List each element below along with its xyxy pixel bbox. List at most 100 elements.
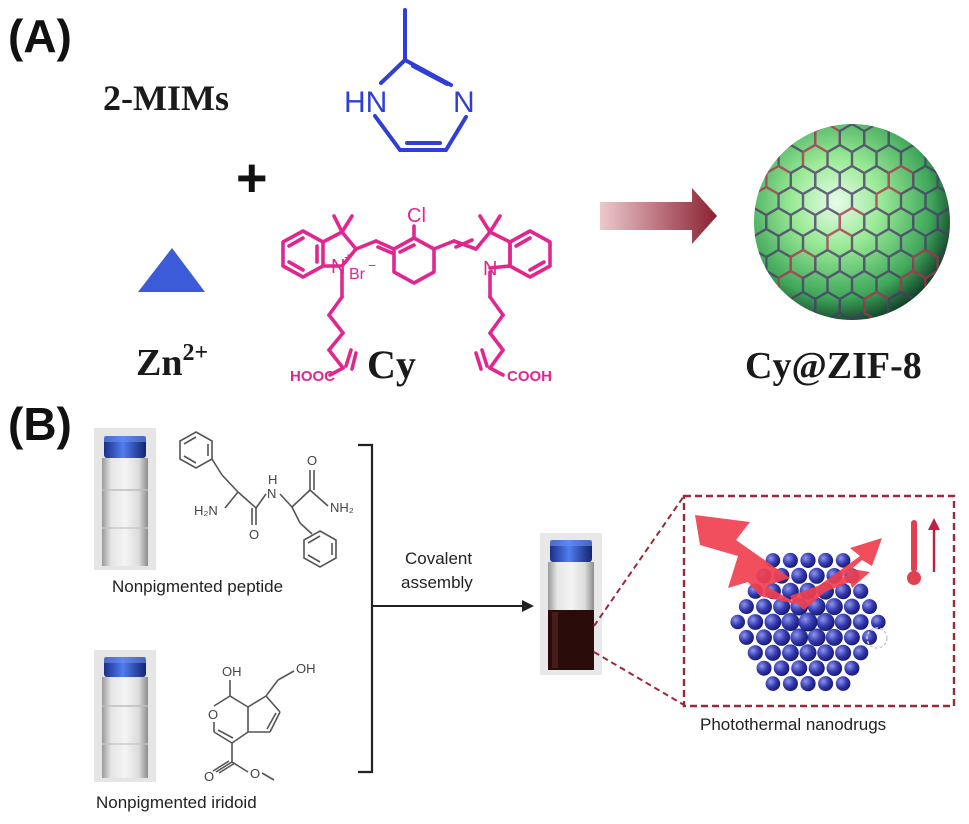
nanodrug-bead [773,598,791,616]
peptide-h2n-atom: H₂N [194,503,218,518]
nanodrug-bead [747,645,763,661]
dye-cl-atom: Cl [407,205,426,227]
iridoid-oh2-atom: OH [296,661,316,676]
combination-bracket [358,443,374,774]
nanodrug-bead [862,629,877,645]
nanodrug-bead [747,614,764,630]
dye-br-atom: Br [349,266,366,283]
nanodrug-bead [764,613,782,631]
temperature-rise-icon [907,518,940,585]
nanodrug-bead [738,599,754,615]
nanodrug-bead [871,614,886,630]
nanodrug-bead [781,613,800,631]
panel-b-label: (B) [8,398,72,450]
nanodrug-bead [835,553,851,568]
process-label-line2: assembly [401,573,473,592]
peptide-o2-atom: O [307,453,317,468]
zif8-sphere-image [754,124,950,320]
plus-sign: + [236,148,268,208]
zoom-line-top [593,495,685,627]
nanodrug-bead [782,552,798,568]
dye-n-left-atom: N [331,256,345,278]
nanodrug-bead [807,628,826,647]
nanodrug-bead [826,660,843,676]
nanodrug-bead [773,628,791,646]
nanodrug-bead [798,612,818,632]
nanodrug-bead [782,676,798,692]
iridoid-o-carbonyl-atom: O [204,769,214,784]
nanodrug-bead [835,676,851,691]
nanodrug-bead [773,660,790,676]
peptide-h-atom: H [268,472,277,487]
zoom-line-bottom [593,651,685,706]
metal-label: Zn2+ [136,340,208,384]
peptide-structure [179,431,337,568]
nanodrug-bead [862,599,877,615]
nanodrug-bead [816,613,835,631]
ligand-label: 2-MIMs [103,78,229,118]
product-label: Cy@ZIF-8 [745,345,922,387]
imidazole-n-atom: N [453,86,475,119]
reaction-arrow-icon [600,188,717,244]
nanodrug-bead [808,567,825,584]
nanodrug-bead [825,628,843,646]
process-arrow-head-icon [522,600,534,612]
dye-plus-charge: + [344,249,352,265]
nanodrug-bead [738,629,754,645]
nanodrug-bead [817,644,834,662]
nanodrug-bead [791,660,808,677]
nanodrug-bead [844,660,860,676]
panel-a-label: (A) [8,10,72,62]
nanodrug-bead [843,629,860,646]
peptide-nh2-atom: NH₂ [330,500,354,515]
nanodrug-bead [756,598,772,615]
zoom-box [682,494,956,708]
iridoid-vial-image [94,650,156,782]
iridoid-o-ring-atom: O [208,707,218,722]
imidazole-nh-atom: HN [344,86,387,119]
nanodrug-bead [791,567,808,584]
lattice-hexagon [936,206,950,238]
iridoid-structure [212,670,295,781]
nanodrug-bead [756,629,772,646]
nanodrug-bead [782,644,799,662]
peptide-o1-atom: O [249,527,259,542]
dye-cooh-group: COOH [507,368,552,385]
product-vial-image [540,533,602,675]
nanodrug-bead [852,614,869,630]
product-nanodrug-label: Photothermal nanodrugs [700,715,886,734]
peptide-n-atom: N [267,486,276,501]
nanodrug-bead [800,552,816,569]
peptide-vial-image [94,428,156,570]
cyanine-dye-structure [281,214,552,377]
dye-bromide-charge: − [368,257,376,273]
nanodrug-bead [843,598,860,615]
iridoid-oh1-atom: OH [222,664,242,679]
dye-label: Cy [367,342,416,387]
dye-hooc-group: HOOC [290,368,335,385]
nanodrug-bead [730,614,745,630]
nanodrug-bead [834,613,852,631]
nanodrug-bead [756,660,772,676]
light-irradiation-icon [695,515,882,610]
bead-highlight-ring [866,627,888,649]
process-label-line1: Covalent [405,549,472,568]
methylimidazole-structure [373,8,468,152]
nanodrug-bead [764,644,781,661]
nanodrug-bead [790,628,809,647]
nanodrug-bead [799,644,817,662]
nanodrug-bead [835,644,852,661]
nanodrug-bead [835,583,852,600]
nanodrug-bead [765,676,781,691]
nanodrug-bead [853,583,869,599]
peptide-label: Nonpigmented peptide [112,577,283,596]
iridoid-label: Nonpigmented iridoid [96,793,257,812]
iridoid-o-ester-atom: O [250,766,260,781]
nanodrug-bead [818,676,834,692]
zinc-triangle-icon [138,248,205,292]
nanodrug-bead [818,552,834,568]
nanodrug-bead [825,598,843,616]
nanodrug-bead [853,645,869,661]
